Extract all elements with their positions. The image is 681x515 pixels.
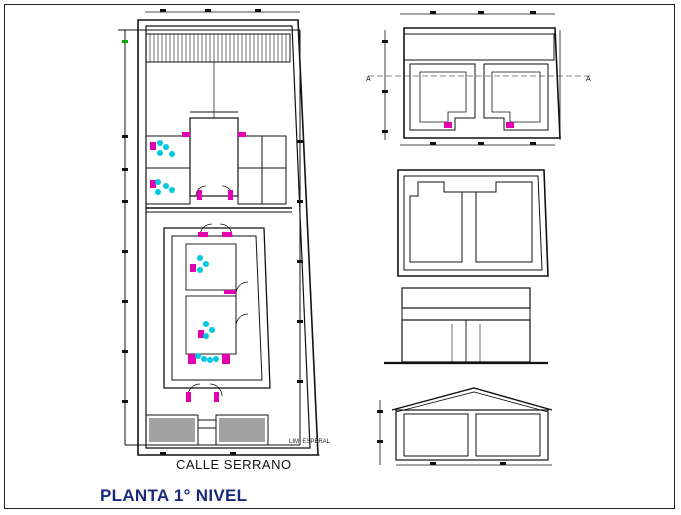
- roof-plan: [397, 169, 549, 277]
- elevation: [384, 287, 548, 365]
- fixture: [197, 255, 203, 261]
- fixture: [157, 140, 163, 146]
- accent-marks: [150, 122, 514, 402]
- roof-inner: [403, 175, 543, 271]
- fixture: [169, 187, 175, 193]
- roof-outer: [397, 169, 549, 277]
- chair-mark: [150, 142, 156, 150]
- inner-wall: [145, 25, 311, 449]
- fixture: [195, 353, 201, 359]
- chair-mark: [222, 354, 230, 364]
- section-mark-right: A: [586, 76, 591, 83]
- door-mark: [222, 232, 232, 237]
- central-hall: [189, 117, 239, 197]
- chair-mark: [188, 354, 196, 364]
- upper-plan-right: [368, 13, 590, 146]
- door-mark: [198, 232, 208, 237]
- dimension-ticks: [122, 9, 536, 465]
- elev-band: [401, 307, 531, 321]
- lower-room-outer: [163, 227, 271, 389]
- fixture: [207, 357, 213, 363]
- fixture: [197, 267, 203, 273]
- fixture: [163, 144, 169, 150]
- door-swing-6: [209, 383, 223, 397]
- door-swing-1: [195, 185, 207, 197]
- left-bathroom: [145, 135, 191, 205]
- section-room-right: [475, 413, 541, 457]
- garden-right: [215, 414, 269, 446]
- door-mark: [186, 392, 191, 402]
- section-body: [395, 409, 549, 461]
- fixture: [203, 261, 209, 267]
- upper-room-right-inner: [491, 71, 541, 123]
- section-roof: [391, 387, 553, 411]
- section-mark-left: A: [366, 76, 371, 83]
- garden-texture: [149, 418, 265, 442]
- door-mark: [197, 190, 202, 200]
- upper-roof-hatch: [403, 33, 555, 61]
- door-swing-8: [235, 313, 249, 327]
- fixture: [157, 150, 163, 156]
- upper-room-left-inner: [419, 71, 467, 123]
- fixture: [201, 356, 207, 362]
- plan-title: PLANTA 1° NIVEL: [100, 486, 248, 505]
- roof-hatch-lines: [149, 34, 287, 62]
- section-room-left: [403, 413, 469, 457]
- section-roof-inner: [395, 391, 549, 413]
- door-mark: [182, 132, 190, 137]
- chair-mark: [190, 264, 196, 272]
- door-mark: [506, 122, 514, 128]
- fixture: [169, 151, 175, 157]
- door-mark: [228, 190, 233, 200]
- section: [379, 387, 553, 466]
- chair-mark: [198, 330, 204, 338]
- door-swing-7: [235, 281, 249, 295]
- chair-mark: [150, 180, 156, 188]
- fixture: [213, 356, 219, 362]
- office-b: [185, 295, 237, 355]
- roof-right-pane: [475, 181, 533, 263]
- fixture: [155, 179, 161, 185]
- fixture: [203, 333, 209, 339]
- drawing-frame: [4, 4, 675, 509]
- roof-left-pane: [409, 181, 463, 263]
- door-mark: [214, 392, 219, 402]
- garden-left: [145, 414, 199, 446]
- fixture: [163, 183, 169, 189]
- upper-outer: [403, 27, 561, 139]
- upper-room-left: [409, 63, 476, 131]
- door-mark: [444, 122, 452, 128]
- elev-parapet: [401, 287, 531, 309]
- fixtures: [155, 140, 219, 363]
- street-label: CALLE SERRANO: [176, 457, 292, 472]
- fixture: [209, 327, 215, 333]
- door-mark: [238, 132, 246, 137]
- upper-room-right: [483, 63, 549, 131]
- fixture: [203, 321, 209, 327]
- fixture: [155, 189, 161, 195]
- outer-wall: [137, 19, 319, 456]
- door-mark: [224, 290, 236, 294]
- boundary-note: LIM. ESPERAL: [289, 439, 331, 445]
- main-floor-plan: [118, 11, 320, 456]
